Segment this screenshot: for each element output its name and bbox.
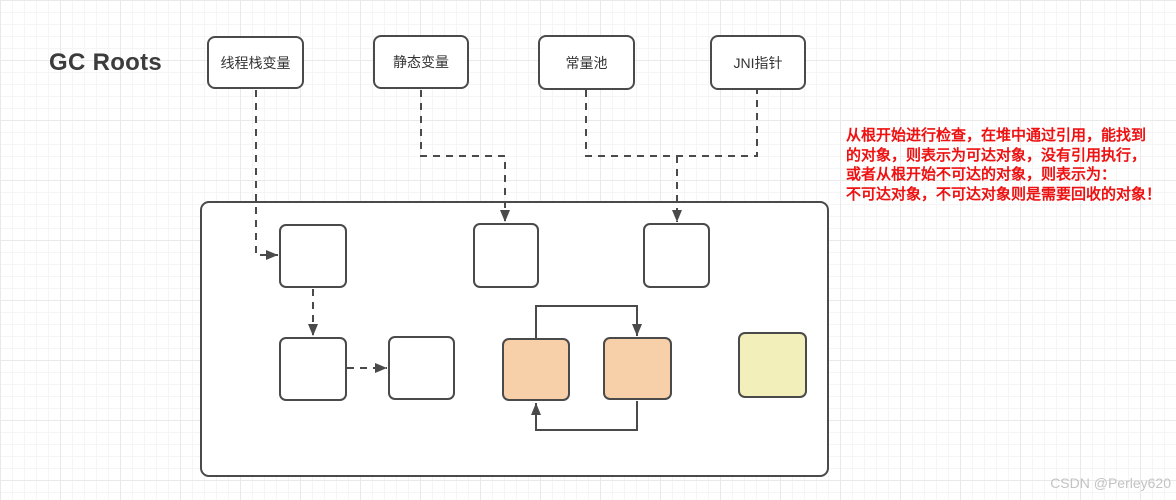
page-title: GC Roots [49,49,163,76]
heap-object-isolated [738,332,807,398]
annotation-text: 从根开始进行检查，在堆中通过引用，能找到 的对象，则表示为可达对象，没有引用执行… [846,126,1176,204]
heap-object-reachable-3 [643,223,710,288]
root-box-thread-stack: 线程栈变量 [207,36,304,89]
annotation-line-1: 从根开始进行检查，在堆中通过引用，能找到 [846,127,1147,144]
heap-object-reachable-5 [388,336,455,400]
root-box-jni-pointer: JNI指针 [710,35,806,90]
root-box-constant-pool-label: 常量池 [565,54,608,71]
watermark: CSDN @Perley620 [1050,475,1171,491]
root-box-static-variables: 静态变量 [373,35,469,89]
root-box-static-variables-label: 静态变量 [393,54,449,70]
heap-object-circular-ref-2 [603,337,672,400]
heap-object-reachable-1 [279,224,347,288]
root-box-thread-stack-label: 线程栈变量 [220,54,291,71]
root-box-constant-pool: 常量池 [538,35,635,90]
annotation-line-3: 或者从根开始不可达的对象，则表示为： [846,166,1117,183]
annotation-line-2: 的对象，则表示为可达对象，没有引用执行， [846,146,1147,164]
edge-constant-pool-jni-merge [585,90,758,157]
annotation-line-4: 不可达对象，不可达对象则是需要回收的对象！ [846,185,1162,203]
heap-object-reachable-2 [473,223,539,288]
heap-object-circular-ref-1 [502,338,570,401]
root-box-jni-pointer-label: JNI指针 [733,54,783,71]
heap-object-reachable-4 [279,337,347,401]
